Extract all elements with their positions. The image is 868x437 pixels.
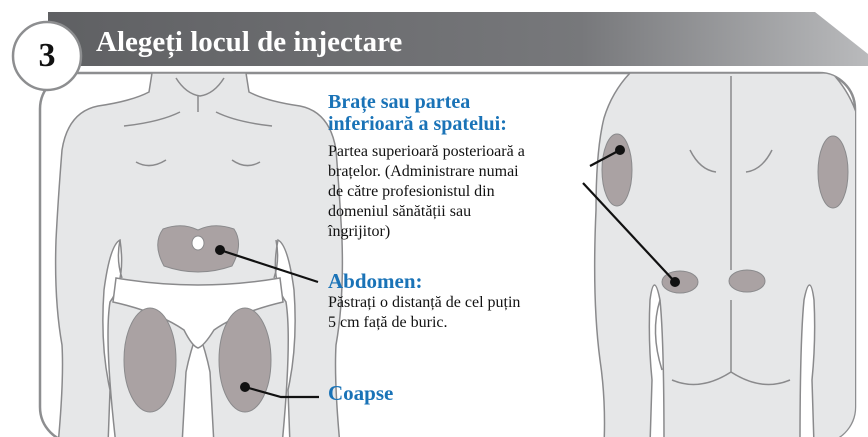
step-number: 3 [38,37,56,74]
abdomen-heading: Abdomen: [328,269,423,293]
navel [191,235,205,251]
abdomen-pointer-line [219,248,319,284]
pointer-lines [219,149,676,399]
arm-pointer-line [589,149,621,167]
step-number-circle [11,20,83,92]
thigh-pointer-line [244,385,319,399]
arms-back-heading-line2: inferioară a spatelui: [328,113,507,135]
left-upper-arm-injection-zone [601,133,633,207]
arms-back-description-line4: domeniul sănătății sau [328,203,472,220]
right-lower-back-injection-zone [728,269,766,293]
underwear [112,277,284,349]
arms-back-heading-line1: Brațe sau partea [328,91,471,113]
arms-back-description-line1: Partea superioară posterioară a [328,143,525,160]
back-body-details [654,76,791,386]
left-thigh-injection-zone [123,307,177,413]
thighs-heading: Coapse [328,381,394,405]
arms-back-description-line5: îngrijitor) [328,223,391,240]
arms-back-description-line2: brațelor. (Administrare numai [328,163,519,180]
front-body-details [117,77,279,279]
abdomen-description-line1: Păstrați o distanță de cel puțin [328,294,521,311]
header-bar [48,12,868,66]
right-upper-arm-injection-zone [817,135,849,209]
right-thigh-injection-zone [218,307,272,413]
arms-back-description-line3: de către profesionistul din [328,183,495,200]
page-title: Alegeți locul de injectare [96,26,403,58]
back-pointer-line [582,182,676,283]
abdomen-description-line2: 5 cm față de buric. [328,314,448,331]
pointer-dots [215,145,680,392]
